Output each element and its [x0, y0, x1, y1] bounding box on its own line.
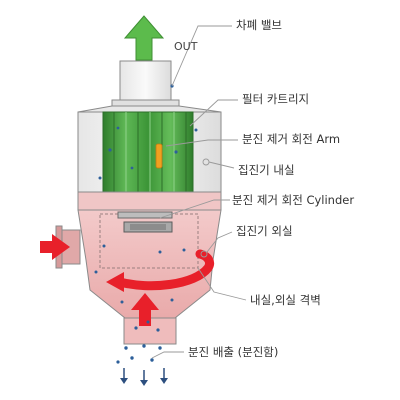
dust-particles — [94, 84, 198, 364]
dust-fall-arrows — [120, 368, 168, 386]
collector-outer-housing — [77, 191, 222, 345]
out-arrow — [123, 15, 165, 61]
dust-removal-cylinder-label: 분진 제거 회전 Cylinder — [232, 193, 355, 207]
out-label: OUT — [174, 40, 198, 53]
collector-inner-housing — [77, 111, 222, 193]
swirl-arrow — [106, 249, 215, 292]
upper-shoulder — [77, 105, 222, 113]
collector-inner-label: 집진기 내실 — [238, 163, 295, 177]
shutoff-valve-body — [111, 60, 180, 107]
leader-lines — [151, 25, 247, 359]
dust-removal-cylinder — [117, 211, 173, 233]
dust-discharge-label: 분진 배출 (분진함) — [188, 345, 279, 359]
filter-cartridge — [102, 111, 194, 193]
partition-wall-label: 내실,외실 격벽 — [250, 293, 321, 307]
dust-removal-arm-label: 분진 제거 회전 Arm — [242, 132, 341, 146]
inflow-arrow — [40, 234, 70, 260]
filter-cartridge-label: 필터 카트리지 — [242, 92, 310, 106]
collector-outer-label: 집진기 외실 — [236, 224, 293, 238]
dust-removal-arm — [155, 143, 163, 169]
shutoff-valve-label: 차폐 밸브 — [236, 18, 282, 32]
